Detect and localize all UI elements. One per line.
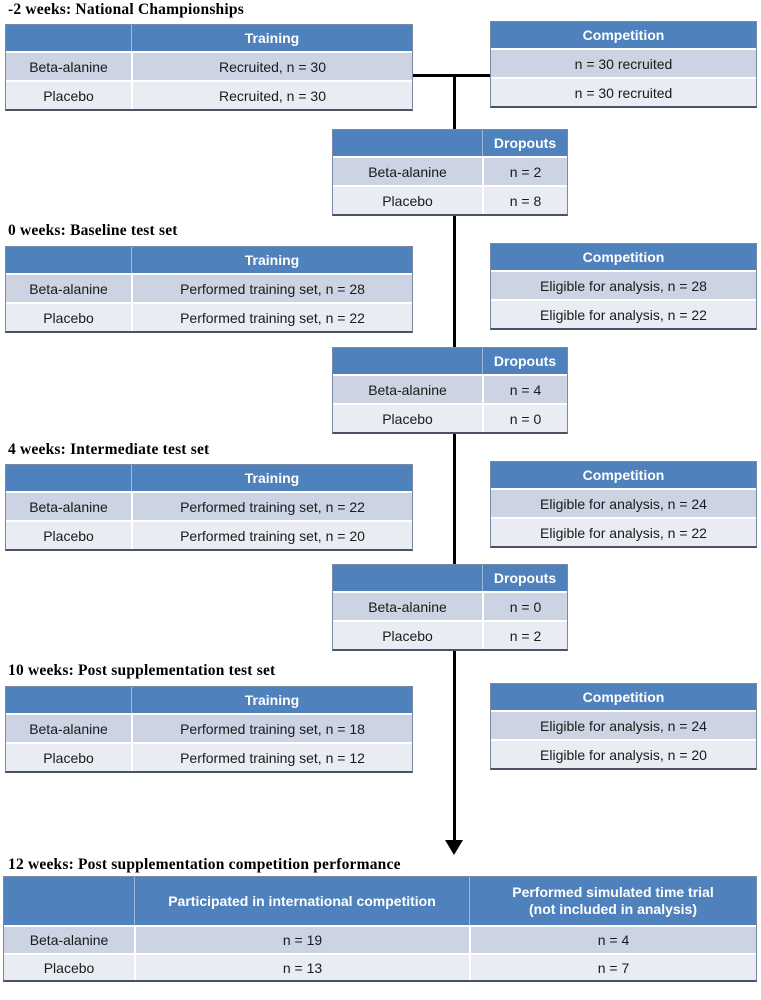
final-header-col2-cell: Performed simulated time trial (not incl… bbox=[469, 877, 756, 925]
training-table: Training Beta-alanine Performed training… bbox=[5, 686, 413, 773]
dropouts-header-spacer-cell bbox=[333, 565, 482, 591]
group-label-cell: Placebo bbox=[382, 627, 433, 644]
dropouts-header-cell: Dropouts bbox=[482, 130, 567, 156]
group-label-cell: Placebo bbox=[43, 749, 94, 766]
value-cell: Performed training set, n = 22 bbox=[131, 304, 412, 331]
value-cell: n = 4 bbox=[469, 927, 756, 953]
dropouts-table: Dropouts Beta-alanine n = 2 Placebo n = … bbox=[332, 129, 568, 216]
value-cell: n = 13 bbox=[134, 955, 469, 980]
training-header-spacer-cell bbox=[6, 687, 131, 713]
group-label-cell: Placebo bbox=[382, 192, 433, 209]
dropouts-header-spacer-cell bbox=[333, 348, 482, 374]
final-header-col2-line2: (not included in analysis) bbox=[528, 901, 698, 917]
training-header-cell: Training bbox=[131, 465, 412, 491]
group-label-cell: Placebo bbox=[43, 87, 94, 104]
value-cell: n = 30 recruited bbox=[574, 55, 673, 72]
group-label-cell: Placebo bbox=[43, 959, 95, 976]
final-header-col1-cell: Participated in international competitio… bbox=[134, 877, 469, 925]
group-label-cell: Beta-alanine bbox=[368, 163, 447, 180]
group-label-cell: Beta-alanine bbox=[29, 280, 108, 297]
value-cell: n = 0 bbox=[482, 593, 567, 620]
value-cell: Eligible for analysis, n = 24 bbox=[540, 495, 707, 512]
training-header-spacer-cell bbox=[6, 247, 131, 273]
value-cell: Eligible for analysis, n = 22 bbox=[540, 306, 707, 323]
value-cell: Performed training set, n = 22 bbox=[131, 493, 412, 520]
value-cell: Performed training set, n = 20 bbox=[131, 522, 412, 549]
competition-header-cell: Competition bbox=[491, 684, 756, 710]
final-header-col2-line1: Performed simulated time trial bbox=[512, 884, 714, 901]
competition-header-cell: Competition bbox=[491, 244, 756, 270]
value-cell: n = 30 recruited bbox=[574, 84, 673, 101]
competition-header-cell: Competition bbox=[491, 462, 756, 488]
flow-arrowhead-icon bbox=[445, 840, 463, 855]
section-heading: 12 weeks: Post supplementation competiti… bbox=[8, 856, 401, 873]
flow-line-horizontal bbox=[413, 74, 490, 77]
value-cell: Eligible for analysis, n = 20 bbox=[540, 746, 707, 763]
group-label-cell: Beta-alanine bbox=[368, 598, 447, 615]
value-cell: n = 19 bbox=[134, 927, 469, 953]
training-table: Training Beta-alanine Recruited, n = 30 … bbox=[5, 24, 413, 111]
dropouts-table: Dropouts Beta-alanine n = 0 Placebo n = … bbox=[332, 564, 568, 651]
section-heading: 0 weeks: Baseline test set bbox=[8, 222, 178, 239]
dropouts-header-cell: Dropouts bbox=[482, 348, 567, 374]
group-label-cell: Beta-alanine bbox=[29, 58, 108, 75]
value-cell: Recruited, n = 30 bbox=[131, 82, 412, 109]
dropouts-header-cell: Dropouts bbox=[482, 565, 567, 591]
value-cell: n = 0 bbox=[482, 405, 567, 432]
value-cell: Eligible for analysis, n = 28 bbox=[540, 277, 707, 294]
final-performance-table: Participated in international competitio… bbox=[3, 876, 757, 982]
group-label-cell: Placebo bbox=[43, 309, 94, 326]
section-heading: 10 weeks: Post supplementation test set bbox=[8, 662, 276, 679]
competition-table: Competition Eligible for analysis, n = 2… bbox=[490, 461, 757, 548]
competition-table: Competition n = 30 recruited n = 30 recr… bbox=[490, 21, 757, 108]
group-label-cell: Beta-alanine bbox=[29, 720, 108, 737]
section-heading: -2 weeks: National Championships bbox=[8, 1, 244, 18]
competition-table: Competition Eligible for analysis, n = 2… bbox=[490, 243, 757, 330]
training-table: Training Beta-alanine Performed training… bbox=[5, 246, 413, 333]
group-label-cell: Beta-alanine bbox=[29, 932, 109, 948]
group-label-cell: Placebo bbox=[43, 527, 94, 544]
value-cell: n = 2 bbox=[482, 158, 567, 185]
training-header-cell: Training bbox=[131, 687, 412, 713]
dropouts-header-spacer-cell bbox=[333, 130, 482, 156]
value-cell: Eligible for analysis, n = 24 bbox=[540, 717, 707, 734]
value-cell: Performed training set, n = 12 bbox=[131, 744, 412, 771]
competition-table: Competition Eligible for analysis, n = 2… bbox=[490, 683, 757, 770]
section-heading: 4 weeks: Intermediate test set bbox=[8, 441, 210, 458]
dropouts-table: Dropouts Beta-alanine n = 4 Placebo n = … bbox=[332, 347, 568, 434]
group-label-cell: Beta-alanine bbox=[368, 381, 447, 398]
group-label-cell: Placebo bbox=[382, 410, 433, 427]
value-cell: Recruited, n = 30 bbox=[131, 53, 412, 80]
value-cell: n = 2 bbox=[482, 622, 567, 649]
training-header-cell: Training bbox=[131, 25, 412, 51]
training-header-cell: Training bbox=[131, 247, 412, 273]
flow-line-vertical bbox=[453, 74, 456, 842]
final-header-spacer-cell bbox=[4, 877, 134, 925]
competition-header-cell: Competition bbox=[491, 22, 756, 48]
value-cell: n = 8 bbox=[482, 187, 567, 214]
value-cell: Performed training set, n = 28 bbox=[131, 275, 412, 302]
group-label-cell: Beta-alanine bbox=[29, 498, 108, 515]
training-table: Training Beta-alanine Performed training… bbox=[5, 464, 413, 551]
value-cell: n = 4 bbox=[482, 376, 567, 403]
value-cell: Performed training set, n = 18 bbox=[131, 715, 412, 742]
value-cell: n = 7 bbox=[469, 955, 756, 980]
training-header-spacer-cell bbox=[6, 25, 131, 51]
value-cell: Eligible for analysis, n = 22 bbox=[540, 524, 707, 541]
training-header-spacer-cell bbox=[6, 465, 131, 491]
